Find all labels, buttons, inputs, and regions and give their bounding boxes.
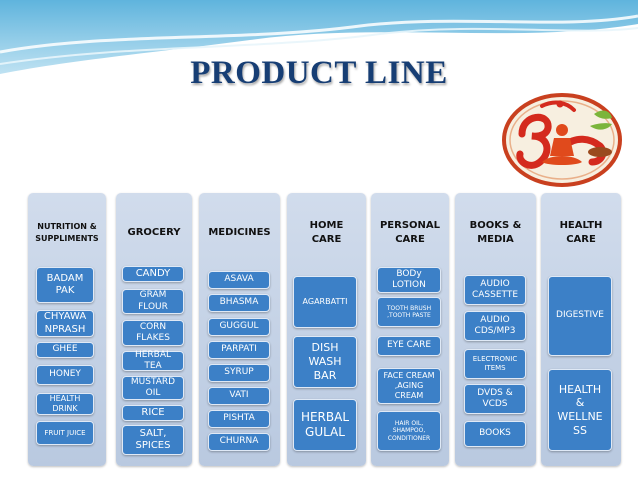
column-heading: NUTRITION & SUPPLIMENTS xyxy=(30,193,104,273)
column-2: GROCERY CANDY GRAM FLOUR CORN FLAKES HERBAL … xyxy=(116,193,192,466)
column-heading-text: GROCERY xyxy=(127,226,181,238)
product-item: ELECTRONIC ITEMS xyxy=(464,349,526,379)
product-item-label: TOOTH BRUSH ,TOOTH PASTE xyxy=(386,304,432,320)
column-heading-text: HEALTH CARE xyxy=(559,219,603,246)
product-item-label: DIGESTIVE xyxy=(556,310,604,321)
product-item-label: GHEE xyxy=(52,344,78,355)
product-item: EYE CARE xyxy=(377,336,441,356)
product-item: HAIR OIL, SHAMPOO, CONDITIONER xyxy=(377,411,441,451)
product-item-label: BOOKS xyxy=(479,428,511,439)
column-heading-text: HOME CARE xyxy=(309,219,344,246)
om-meditation-logo-icon xyxy=(502,93,622,187)
product-item-label: CANDY xyxy=(135,267,171,279)
product-item-label: GUGGUL xyxy=(219,321,259,332)
column-4: HOME CARE AGARBATTI DISH WASH BAR HERBAL GU… xyxy=(287,193,366,466)
product-item: AGARBATTI xyxy=(293,276,357,328)
product-item: SYRUP xyxy=(208,364,270,382)
product-item-label: PARPATI xyxy=(221,344,257,355)
product-item-label: CHURNA xyxy=(219,436,259,447)
product-item-label: AGARBATTI xyxy=(302,297,348,306)
product-item: CHURNA xyxy=(208,433,270,451)
column-5: PERSONAL CARE BODy LOTION TOOTH BRUSH ,TOO… xyxy=(371,193,449,466)
product-item-label: HERBAL GULAL xyxy=(300,410,350,439)
product-item: GUGGUL xyxy=(208,318,270,336)
header-wave-decoration xyxy=(0,0,638,74)
product-item: MUSTARD OIL xyxy=(122,376,184,400)
product-item-label: RICE xyxy=(141,406,165,418)
product-item-label: EYE CARE xyxy=(386,340,432,351)
column-heading: MEDICINES xyxy=(201,193,278,273)
column-heading: GROCERY xyxy=(118,193,190,273)
column-heading: BOOKS & MEDIA xyxy=(457,193,534,273)
column-heading: PERSONAL CARE xyxy=(373,193,447,273)
product-item-label: AUDIO CASSETTE xyxy=(471,278,519,300)
product-item: HEALTH & WELLNE SS xyxy=(548,369,612,451)
product-item: FACE CREAM ,AGING CREAM xyxy=(377,368,441,404)
product-item: PISHTA xyxy=(208,410,270,428)
column-heading-text: PERSONAL CARE xyxy=(379,219,441,246)
product-item-label: SALT, SPICES xyxy=(135,427,171,452)
product-item-label: DISH WASH BAR xyxy=(308,341,342,382)
product-item-label: FACE CREAM ,AGING CREAM xyxy=(383,371,435,400)
product-item-label: GRAM FLOUR xyxy=(138,290,168,312)
product-item: BODy LOTION xyxy=(377,267,441,293)
product-item: RICE xyxy=(122,405,184,421)
product-item: GRAM FLOUR xyxy=(122,289,184,314)
column-heading-text: BOOKS & MEDIA xyxy=(469,219,522,246)
column-heading-text: NUTRITION & SUPPLIMENTS xyxy=(35,222,99,243)
product-item: FRUIT JUICE xyxy=(36,421,94,445)
column-1: NUTRITION & SUPPLIMENTS BADAM PAK CHYAWA N… xyxy=(28,193,106,466)
product-item-label: CHYAWA NPRASH xyxy=(43,311,87,335)
product-item-label: HONEY xyxy=(49,369,81,380)
product-item-label: BHASMA xyxy=(219,297,259,308)
product-item-label: MUSTARD OIL xyxy=(130,376,176,398)
product-item: HERBAL TEA xyxy=(122,349,184,371)
product-item: GHEE xyxy=(36,342,94,358)
product-item: SALT, SPICES xyxy=(122,425,184,455)
column-heading-text: MEDICINES xyxy=(208,226,271,238)
product-item: TOOTH BRUSH ,TOOTH PASTE xyxy=(377,297,441,327)
product-item: AUDIO CDS/MP3 xyxy=(464,311,526,341)
product-item-label: AUDIO CDS/MP3 xyxy=(474,314,516,336)
product-item: DVDS & VCDS xyxy=(464,384,526,414)
product-item: HERBAL GULAL xyxy=(293,399,357,451)
column-6: BOOKS & MEDIA AUDIO CASSETTE AUDIO CDS/MP3… xyxy=(455,193,536,466)
product-item-label: CORN FLAKES xyxy=(136,321,170,343)
product-item-label: ASAVA xyxy=(224,274,254,285)
product-item-label: PISHTA xyxy=(223,413,255,424)
product-item: CANDY xyxy=(122,266,184,282)
product-item-label: HEALTH & WELLNE SS xyxy=(557,382,603,437)
product-item-label: ELECTRONIC ITEMS xyxy=(472,355,518,372)
product-item-label: BADAM PAK xyxy=(46,272,84,297)
page-title: PRODUCT LINE xyxy=(190,55,448,91)
product-item: PARPATI xyxy=(208,341,270,359)
product-item: AUDIO CASSETTE xyxy=(464,275,526,305)
product-item: HONEY xyxy=(36,365,94,385)
product-item-label: SYRUP xyxy=(224,367,254,378)
product-item-label: FRUIT JUICE xyxy=(44,428,86,437)
product-item: DIGESTIVE xyxy=(548,276,612,356)
product-item-label: BODy LOTION xyxy=(392,268,426,290)
product-item: CHYAWA NPRASH xyxy=(36,310,94,337)
product-item: BADAM PAK xyxy=(36,267,94,303)
product-item: CORN FLAKES xyxy=(122,320,184,346)
product-item-label: DVDS & VCDS xyxy=(477,387,513,409)
product-item-label: HEALTH DRINK xyxy=(49,394,81,413)
column-heading: HOME CARE xyxy=(289,193,364,273)
column-heading: HEALTH CARE xyxy=(543,193,619,273)
product-item: HEALTH DRINK xyxy=(36,393,94,415)
product-item-label: HAIR OIL, SHAMPOO, CONDITIONER xyxy=(387,419,431,442)
product-item: DISH WASH BAR xyxy=(293,336,357,388)
product-item: VATI xyxy=(208,387,270,405)
column-3: MEDICINES ASAVA BHASMA GUGGUL PARPATI SYRUP VA… xyxy=(199,193,280,466)
column-7: HEALTH CARE DIGESTIVE HEALTH & WELLNE SS xyxy=(541,193,621,466)
product-item-label: VATI xyxy=(229,390,249,401)
product-item: BOOKS xyxy=(464,421,526,447)
product-item-label: HERBAL TEA xyxy=(134,349,172,371)
product-item: ASAVA xyxy=(208,271,270,289)
product-item: BHASMA xyxy=(208,294,270,312)
